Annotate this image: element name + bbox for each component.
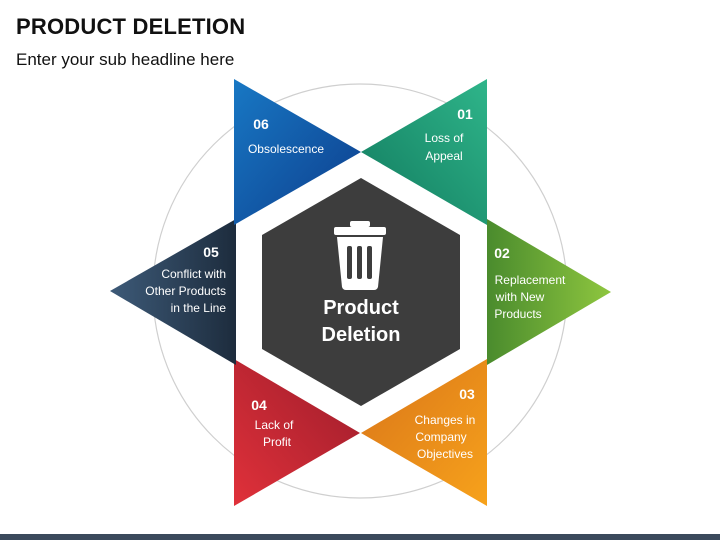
segment-01-label-line-2: Appeal (425, 149, 462, 163)
segment-01-label-line-1: Loss of (425, 131, 464, 145)
segment-05-triangle (110, 219, 236, 365)
bottom-bar (0, 534, 720, 540)
segment-06-label-line-1: Obsolescence (248, 142, 324, 156)
segment-03-label-line-3: Objectives (417, 447, 473, 461)
segment-05: 05 Conflict with Other Products in the L… (110, 219, 236, 365)
segment-06-number: 06 (253, 116, 269, 132)
segment-04-number: 04 (251, 397, 267, 413)
segment-02: 02 Replacement with New Products (487, 219, 611, 365)
segment-05-label-line-2: Other Products (145, 284, 226, 298)
center-hexagon (262, 178, 460, 406)
segment-06-triangle (234, 79, 361, 225)
segment-05-label-line-1: Conflict with (161, 267, 226, 281)
page-subtitle: Enter your sub headline here (16, 50, 235, 69)
segment-05-number: 05 (203, 244, 219, 260)
page-title: PRODUCT DELETION (16, 14, 246, 39)
segment-04-label-line-1: Lack of (255, 418, 294, 432)
segment-04-label-line-2: Profit (263, 435, 292, 449)
segment-03-label-line-2: Company (415, 430, 466, 444)
segment-03: 03 Changes in Company Objectives (361, 359, 487, 506)
segment-02-label-line-2: with New (495, 290, 545, 304)
segment-03-number: 03 (459, 386, 475, 402)
segment-03-label-line-1: Changes in (415, 413, 476, 427)
segment-06: 06 Obsolescence (234, 79, 361, 225)
trash-icon (334, 221, 386, 290)
segment-04-triangle (234, 359, 360, 506)
segment-03-triangle (361, 359, 487, 506)
segment-04: 04 Lack of Profit (234, 359, 360, 506)
segment-01-triangle (361, 79, 487, 225)
center-label-line-1: Product (323, 297, 399, 319)
segment-01: 01 Loss of Appeal (361, 79, 487, 225)
segment-02-label-line-1: Replacement (495, 273, 566, 287)
segment-02-triangle (487, 219, 611, 365)
center-label-line-2: Deletion (322, 324, 401, 346)
segment-05-label-line-3: in the Line (171, 301, 227, 315)
segment-02-number: 02 (494, 245, 510, 261)
segment-02-label-line-3: Products (494, 307, 541, 321)
segment-01-number: 01 (457, 106, 473, 122)
center-hub: Product Deletion (262, 178, 460, 406)
